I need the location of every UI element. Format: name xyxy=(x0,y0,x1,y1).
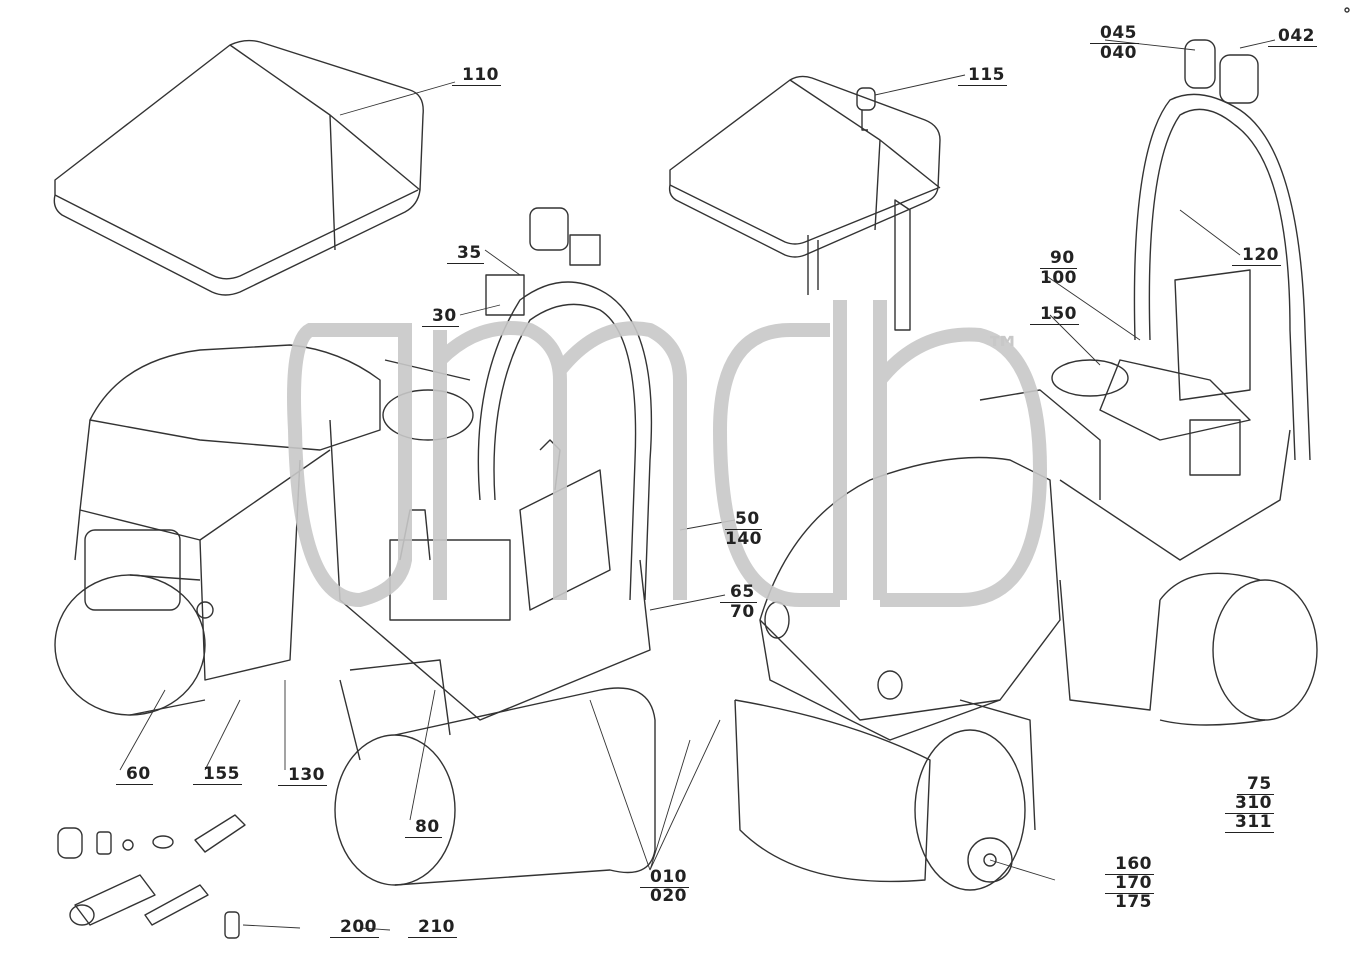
roller-left-drum xyxy=(334,659,656,886)
roller-right-frame xyxy=(979,7,1350,711)
canopy-roof-110 xyxy=(53,39,424,296)
label-170: 170 xyxy=(1105,874,1154,894)
label-115: 115 xyxy=(958,66,1007,86)
watermark-gmdb xyxy=(287,300,1048,608)
label-130: 130 xyxy=(278,766,327,786)
roller-right-drum xyxy=(1159,572,1318,726)
label-80: 80 xyxy=(405,818,442,838)
label-020: 020 xyxy=(650,886,687,906)
label-040: 040 xyxy=(1100,43,1137,63)
label-210: 210 xyxy=(408,918,457,938)
label-60: 60 xyxy=(116,765,153,785)
canopy-roof-115 xyxy=(668,75,941,331)
leader-lines xyxy=(119,39,1276,931)
label-160: 160 xyxy=(1105,855,1154,875)
label-70: 70 xyxy=(730,602,755,622)
label-30: 30 xyxy=(422,307,459,327)
roller-left-frame xyxy=(329,281,653,721)
label-65: 65 xyxy=(720,583,757,603)
label-010: 010 xyxy=(640,868,689,888)
label-155: 155 xyxy=(193,765,242,785)
label-045: 045 xyxy=(1090,24,1139,44)
label-140: 140 xyxy=(725,529,762,549)
label-100: 100 xyxy=(1040,268,1077,288)
roller-left-body xyxy=(54,344,381,716)
label-35: 35 xyxy=(447,244,484,264)
roller-right-body xyxy=(734,456,1061,891)
label-150: 150 xyxy=(1030,305,1079,325)
label-120: 120 xyxy=(1232,246,1281,266)
label-310: 310 xyxy=(1225,794,1274,814)
label-75: 75 xyxy=(1237,775,1274,795)
label-042: 042 xyxy=(1268,27,1317,47)
label-311: 311 xyxy=(1225,813,1274,833)
label-90: 90 xyxy=(1040,249,1077,269)
small-parts xyxy=(57,814,246,939)
label-50: 50 xyxy=(725,510,762,530)
label-200: 200 xyxy=(330,918,379,938)
watermark-trademark: ™ xyxy=(985,330,1021,371)
label-110: 110 xyxy=(452,66,501,86)
label-175: 175 xyxy=(1115,892,1152,912)
beacons xyxy=(485,39,1259,316)
